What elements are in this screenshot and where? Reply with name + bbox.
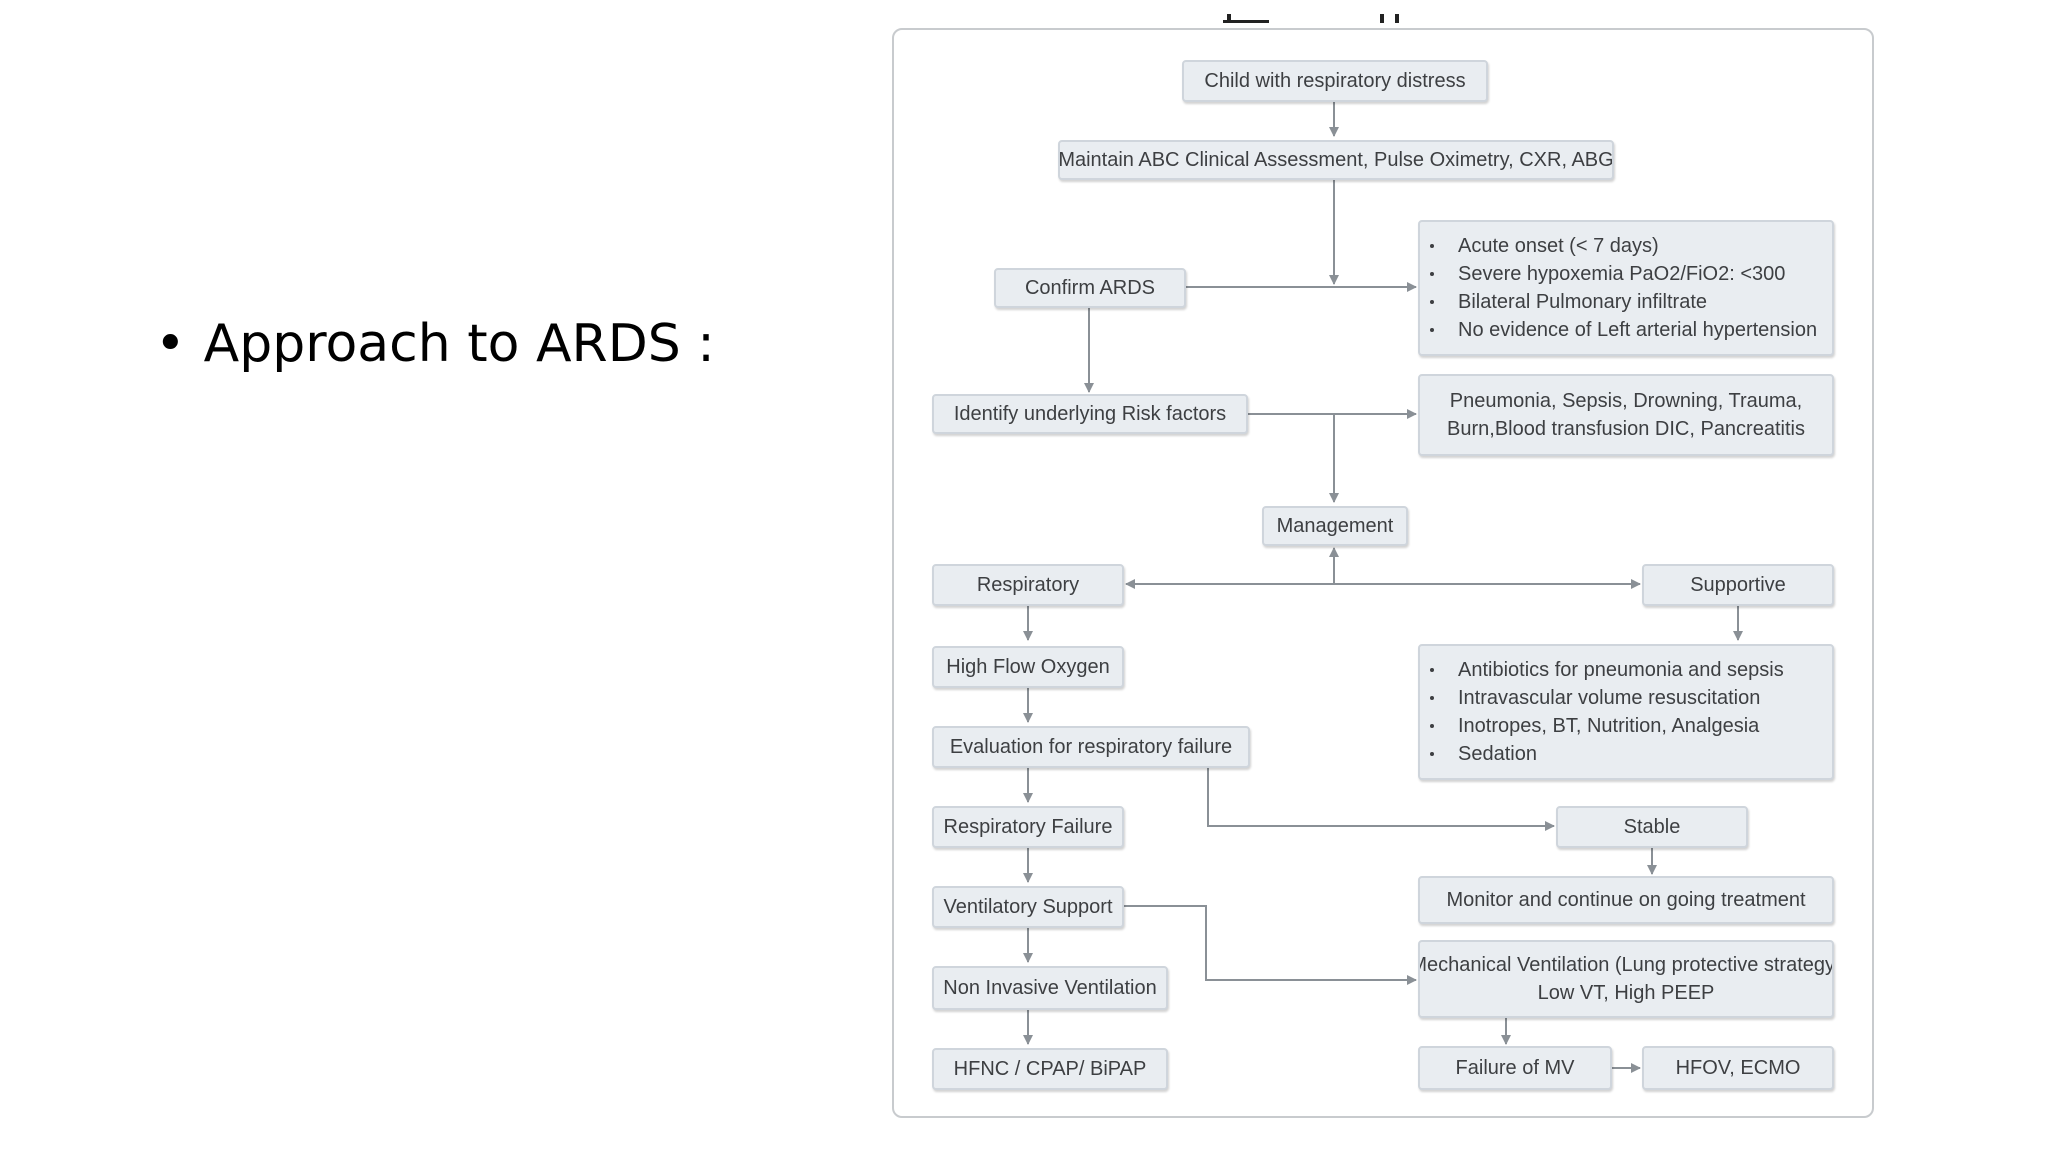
bullet-dot-icon: • [155,314,186,374]
node-hfov-ecmo: HFOV, ECMO [1642,1046,1834,1090]
node-ventilatory-support: Ventilatory Support [932,886,1124,928]
node-child-distress: Child with respiratory distress [1182,60,1488,102]
flowchart-frame [892,28,1874,1118]
supportive-item: Sedation [1428,740,1784,768]
criteria-item: Bilateral Pulmonary infiltrate [1428,288,1817,316]
node-failure-of-mv: Failure of MV [1418,1046,1612,1090]
criteria-item: No evidence of Left arterial hypertensio… [1428,316,1817,344]
node-stable: Stable [1556,806,1748,848]
node-maintain-abc: Maintain ABC Clinical Assessment, Pulse … [1058,140,1614,180]
node-monitor: Monitor and continue on going treatment [1418,876,1834,924]
node-supportive: Supportive [1642,564,1834,606]
cropped-title-glyphs [1223,14,1399,23]
cropped-title-fragment [1215,6,1415,24]
node-mechanical-ventilation: Mechanical Ventilation (Lung protective … [1418,940,1834,1018]
node-hfnc-cpap-bipap: HFNC / CPAP/ BiPAP [932,1048,1168,1090]
node-supportive-list: Antibiotics for pneumonia and sepsis Int… [1418,644,1834,780]
node-risk-factors: Identify underlying Risk factors [932,394,1248,434]
mech-vent-line: Mechanical Ventilation (Lung protective … [1418,954,1834,976]
mech-vent-line: Low VT, High PEEP [1537,982,1715,1004]
node-respiratory: Respiratory [932,564,1124,606]
supportive-item: Inotropes, BT, Nutrition, Analgesia [1428,712,1784,740]
arrow-vent-mechvent [1124,905,1417,985]
node-risk-list: Pneumonia, Sepsis, Drowning, Trauma, Bur… [1418,374,1834,456]
ards-criteria-list: Acute onset (< 7 days) Severe hypoxemia … [1428,232,1817,344]
risk-list-line: Pneumonia, Sepsis, Drowning, Trauma, [1449,390,1803,412]
supportive-items: Antibiotics for pneumonia and sepsis Int… [1428,656,1784,768]
node-ards-criteria: Acute onset (< 7 days) Severe hypoxemia … [1418,220,1834,356]
criteria-item: Acute onset (< 7 days) [1428,232,1817,260]
node-confirm-ards: Confirm ARDS [994,268,1186,308]
supportive-item: Intravascular volume resuscitation [1428,684,1784,712]
criteria-item: Severe hypoxemia PaO2/FiO2: <300 [1428,260,1817,288]
risk-list-line: Burn,Blood transfusion DIC, Pancreatitis [1447,418,1805,440]
arrow-eval-stable [1207,768,1555,831]
node-management: Management [1262,506,1408,546]
supportive-item: Antibiotics for pneumonia and sepsis [1428,656,1784,684]
bullet-text: Approach to ARDS : [203,314,715,374]
node-respiratory-failure: Respiratory Failure [932,806,1124,848]
slide-bullet: • Approach to ARDS : [155,312,715,376]
node-niv: Non Invasive Ventilation [932,966,1168,1010]
node-high-flow-oxygen: High Flow Oxygen [932,646,1124,688]
node-evaluation: Evaluation for respiratory failure [932,726,1250,768]
